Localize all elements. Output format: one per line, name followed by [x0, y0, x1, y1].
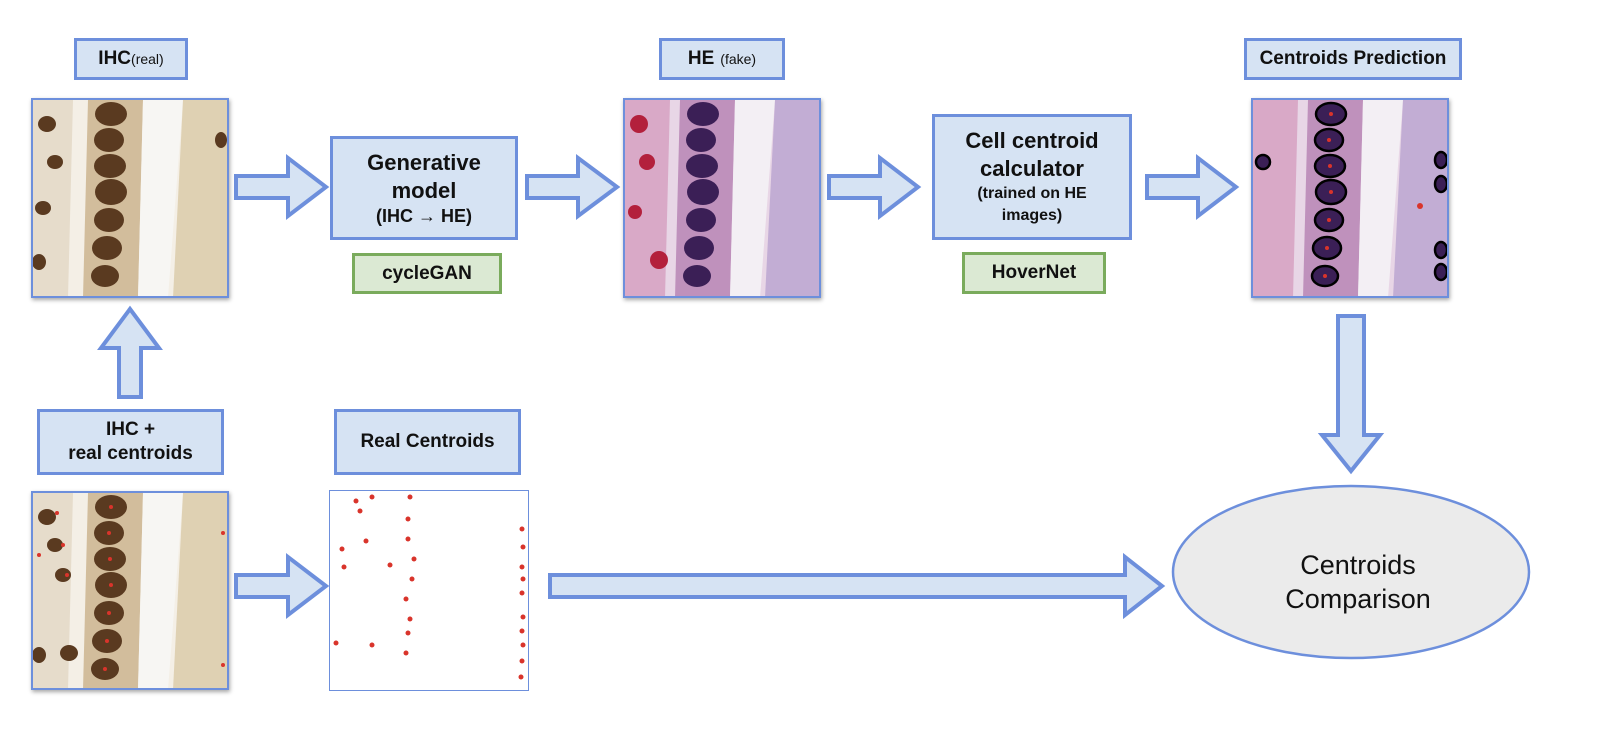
centroids-prediction-image: [1251, 98, 1449, 298]
calculator-line4: images): [1001, 207, 1063, 224]
hovernet-tag: HoverNet: [962, 252, 1106, 294]
arrow-up-to-ihc: [97, 305, 163, 399]
arrow-down-to-comparison: [1317, 314, 1385, 475]
cyclegan-tag: cycleGAN: [352, 253, 502, 294]
arrow-ihc-centroids-to-real: [234, 552, 330, 620]
generative-model-line3: (IHC → HE): [376, 206, 472, 226]
ihc-real-centroids-image: [31, 491, 229, 690]
ihc-real-label-main: IHC: [98, 48, 132, 69]
he-fake-image: [623, 98, 821, 298]
comparison-line2: Comparison: [1285, 584, 1431, 614]
generative-model-line2: model: [391, 178, 457, 203]
arrow-ihc-to-generative: [234, 153, 330, 221]
generative-model-line1: Generative: [367, 150, 481, 175]
centroids-prediction-label: Centroids Prediction: [1244, 38, 1462, 80]
centroids-comparison-ellipse: [1171, 484, 1531, 660]
real-centroids-image: [329, 490, 529, 691]
ihc-real-label-suffix: (real): [131, 51, 164, 67]
comparison-line1: Centroids: [1300, 550, 1416, 580]
ihc-real-centroids-line1: IHC +: [105, 419, 156, 440]
real-centroids-label: Real Centroids: [334, 409, 521, 475]
he-fake-label-main: HE: [687, 48, 715, 69]
arrow-calculator-to-prediction: [1145, 153, 1240, 221]
cyclegan-tag-text: cycleGAN: [382, 262, 472, 284]
ihc-real-centroids-label: IHC + real centroids: [37, 409, 224, 475]
ihc-real-image: [31, 98, 229, 298]
ihc-real-centroids-line2: real centroids: [68, 443, 193, 464]
hovernet-tag-text: HoverNet: [991, 262, 1077, 283]
arrow-real-to-comparison: [548, 552, 1166, 620]
arrow-he-to-calculator: [827, 153, 922, 221]
arrow-generative-to-he: [525, 154, 621, 220]
calculator-line2: calculator: [980, 156, 1084, 181]
real-centroids-label-text: Real Centroids: [360, 431, 495, 452]
calculator-line3: (trained on HE: [977, 185, 1087, 202]
centroids-prediction-label-text: Centroids Prediction: [1259, 48, 1447, 69]
he-fake-label: HE (fake): [659, 38, 785, 80]
calculator-line1: Cell centroid: [965, 128, 1099, 153]
he-fake-label-suffix: (fake): [720, 51, 757, 67]
ihc-real-label: IHC(real): [74, 38, 188, 80]
cell-centroid-calculator-box: Cell centroid calculator (trained on HE …: [932, 114, 1132, 240]
centroids-comparison-label: Centroids Comparison: [1198, 548, 1518, 616]
generative-model-box: Generative model (IHC → HE): [330, 136, 518, 240]
